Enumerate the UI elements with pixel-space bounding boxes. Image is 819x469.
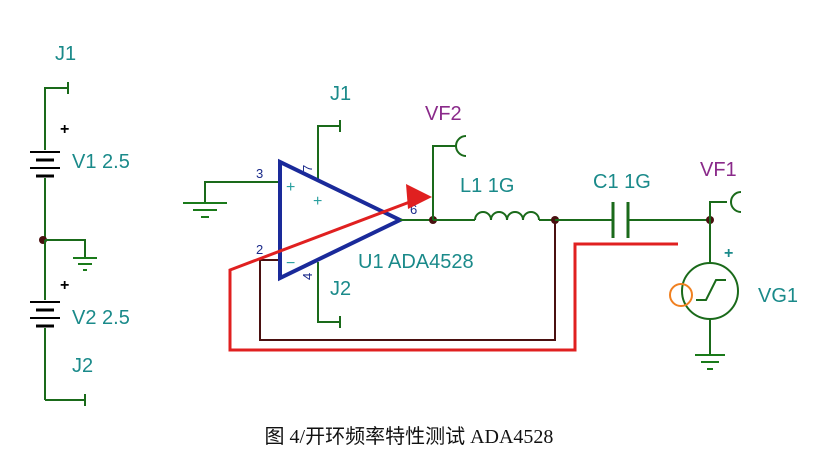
ground-vg1-icon bbox=[695, 354, 725, 370]
vf1-label: VF1 bbox=[700, 159, 737, 181]
j2-opamp-label: J2 bbox=[330, 278, 351, 300]
vg1-plus-sign: + bbox=[724, 245, 733, 262]
step-waveform-icon bbox=[696, 279, 726, 301]
pin-2-label: 2 bbox=[256, 242, 263, 257]
opamp-plus-sign: + bbox=[286, 179, 295, 196]
j1-opamp-label: J1 bbox=[330, 83, 351, 105]
j2-bottom-label: J2 bbox=[72, 355, 93, 377]
battery-stack: J1 + V1 2.5 + V2 2.5 bbox=[30, 43, 130, 406]
v2-battery[interactable] bbox=[30, 301, 60, 328]
u1-label: U1 ADA4528 bbox=[358, 251, 474, 273]
j1-top-label: J1 bbox=[55, 43, 76, 65]
opamp-section: 3 J1 7 J2 4 2 + + − U1 ADA4528 6 VF2 L1 … bbox=[183, 83, 798, 370]
v1-plus-sign: + bbox=[60, 121, 69, 138]
v2-label: V2 2.5 bbox=[72, 307, 130, 329]
j1-top-wire bbox=[44, 87, 68, 108]
ground-pin3-icon bbox=[183, 202, 227, 218]
ground-mid-icon bbox=[73, 257, 97, 271]
v1-battery[interactable] bbox=[30, 151, 60, 178]
pin-7-label: 7 bbox=[300, 165, 315, 172]
inductor-l1-icon[interactable] bbox=[474, 211, 540, 221]
signal-arrow-icon bbox=[406, 184, 432, 209]
signal-path-wire bbox=[228, 198, 678, 352]
pin-3-label: 3 bbox=[256, 166, 263, 181]
vg1-label: VG1 bbox=[758, 285, 798, 307]
opamp-u1-symbol[interactable] bbox=[278, 158, 405, 282]
vf2-label: VF2 bbox=[425, 103, 462, 125]
v1-label: V1 2.5 bbox=[72, 151, 130, 173]
pin-4-label: 4 bbox=[300, 273, 315, 280]
l1-label: L1 1G bbox=[460, 175, 514, 197]
pin-6-label: 6 bbox=[410, 202, 417, 217]
feedback-wire bbox=[259, 220, 556, 341]
cursor-highlight-icon bbox=[669, 283, 693, 307]
opamp-minus-sign: − bbox=[286, 255, 295, 272]
opamp-plus-sign-2: + bbox=[313, 193, 322, 210]
c1-label: C1 1G bbox=[593, 171, 651, 193]
figure-caption: 图 4/开环频率特性测试 ADA4528 bbox=[265, 425, 554, 448]
vf1-probe-icon[interactable] bbox=[730, 191, 742, 213]
vf2-probe-icon[interactable] bbox=[455, 135, 467, 157]
v2-plus-sign: + bbox=[60, 277, 69, 294]
